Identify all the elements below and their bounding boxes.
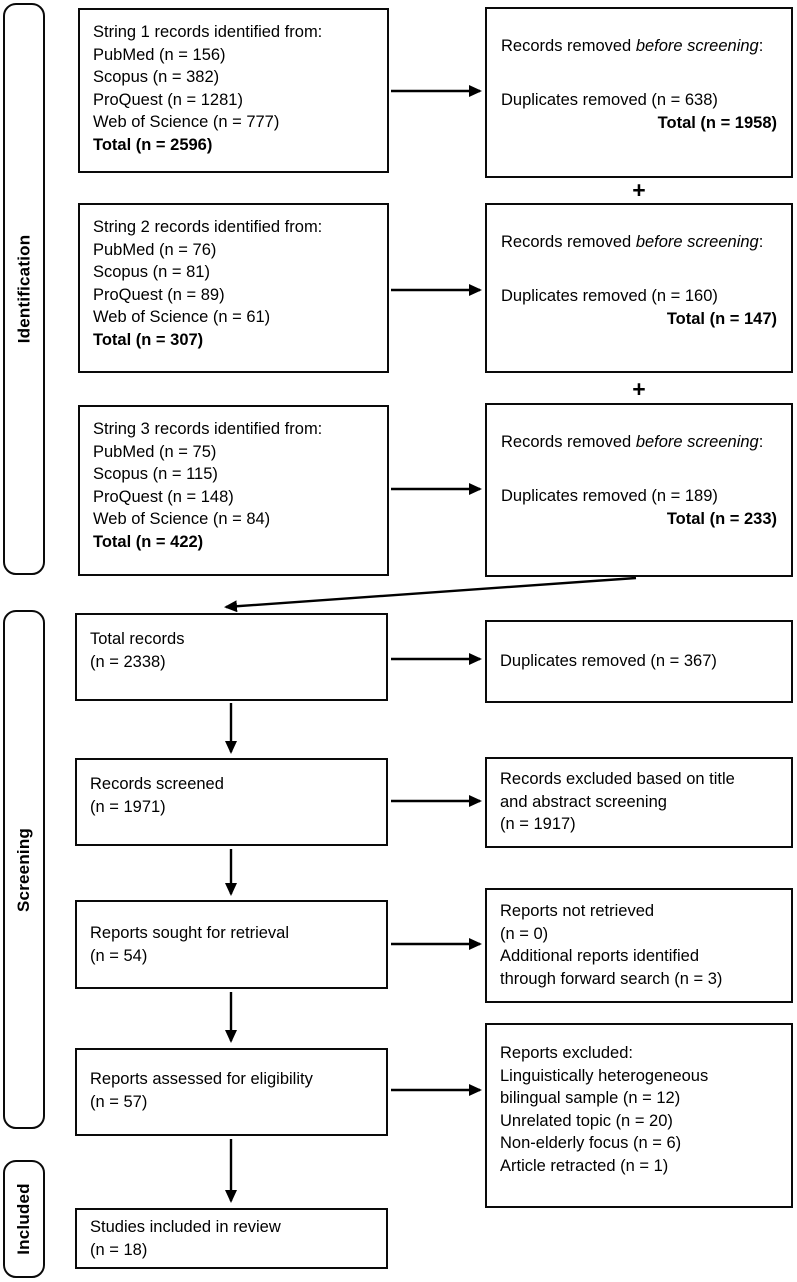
records-excluded-line: Records excluded based on title bbox=[500, 770, 735, 788]
string-1-total: Total (n = 2596) bbox=[93, 135, 213, 154]
records-excluded-box: Records excluded based on title and abst… bbox=[485, 757, 793, 848]
duplicates-removed-line: Duplicates removed (n = 367) bbox=[500, 652, 717, 671]
removed-3-total: Total (n = 233) bbox=[666, 510, 777, 528]
reports-not-retrieved-box: Reports not retrieved (n = 0) Additional… bbox=[485, 888, 793, 1003]
total-records-line: Total records bbox=[90, 630, 185, 648]
sidebar-identification-label: Identification bbox=[14, 234, 34, 344]
string-3-source: PubMed (n = 75) bbox=[93, 442, 217, 461]
reports-not-retrieved-line: Additional reports identified bbox=[500, 947, 700, 965]
total-records-box: Total records (n = 2338) bbox=[75, 613, 388, 701]
string-2-box: String 2 records identified from: PubMed… bbox=[78, 203, 389, 373]
string-2-source: PubMed (n = 76) bbox=[93, 240, 217, 259]
records-screened-line: Records screened bbox=[90, 775, 224, 793]
reports-excluded-line: bilingual sample (n = 12) bbox=[500, 1089, 681, 1107]
sidebar-included: Included bbox=[3, 1160, 45, 1278]
string-1-source: ProQuest (n = 1281) bbox=[93, 90, 243, 109]
reports-sought-line: Reports sought for retrieval bbox=[90, 924, 290, 942]
removed-3-box: Records removed before screening: Duplic… bbox=[485, 403, 793, 577]
string-2-source: Web of Science (n = 61) bbox=[93, 308, 271, 326]
reports-not-retrieved-line: through forward search (n = 3) bbox=[500, 969, 723, 988]
reports-sought-line: (n = 54) bbox=[90, 946, 148, 965]
records-screened-line: (n = 1971) bbox=[90, 797, 166, 816]
string-1-title: String 1 records identified from: bbox=[93, 23, 323, 41]
plus-1: + bbox=[632, 177, 646, 203]
removed-3-duplicates: Duplicates removed (n = 189) bbox=[501, 487, 718, 505]
removed-1-duplicates: Duplicates removed (n = 638) bbox=[501, 91, 718, 109]
string-1-source: Scopus (n = 382) bbox=[93, 68, 220, 86]
plus-2: + bbox=[632, 376, 646, 402]
removed-1-total: Total (n = 1958) bbox=[657, 114, 777, 132]
string-1-box: String 1 records identified from: PubMed… bbox=[78, 8, 389, 173]
reports-excluded-line: Reports excluded: bbox=[500, 1044, 633, 1062]
string-3-source: Web of Science (n = 84) bbox=[93, 510, 271, 528]
reports-sought-box: Reports sought for retrieval (n = 54) bbox=[75, 900, 388, 989]
reports-excluded-line: Article retracted (n = 1) bbox=[500, 1156, 669, 1175]
sidebar-screening-label: Screening bbox=[14, 827, 33, 912]
total-records-line: (n = 2338) bbox=[90, 652, 166, 671]
reports-not-retrieved-line: Reports not retrieved bbox=[500, 902, 655, 920]
studies-included-line: (n = 18) bbox=[90, 1240, 148, 1259]
reports-excluded-box: Reports excluded: Linguistically heterog… bbox=[485, 1023, 793, 1208]
string-2-source: ProQuest (n = 89) bbox=[93, 285, 225, 304]
records-screened-box: Records screened (n = 1971) bbox=[75, 758, 388, 846]
string-3-box: String 3 records identified from: PubMed… bbox=[78, 405, 389, 576]
string-3-source: Scopus (n = 115) bbox=[93, 465, 218, 483]
studies-included-box: Studies included in review (n = 18) bbox=[75, 1208, 388, 1269]
removed-1-box: Records removed before screening: Duplic… bbox=[485, 7, 793, 178]
sidebar-identification: Identification bbox=[3, 3, 45, 575]
removed-1-heading: Records removed before screening: bbox=[501, 37, 764, 55]
arrow-removed3-to-total-records bbox=[224, 576, 637, 613]
sidebar-screening: Screening bbox=[3, 610, 45, 1129]
removed-3-heading: Records removed before screening: bbox=[501, 433, 764, 451]
reports-not-retrieved-line: (n = 0) bbox=[500, 924, 549, 943]
string-2-source: Scopus (n = 81) bbox=[93, 263, 210, 281]
removed-2-duplicates: Duplicates removed (n = 160) bbox=[501, 287, 718, 305]
removed-2-heading: Records removed before screening: bbox=[501, 233, 764, 251]
reports-excluded-line: Unrelated topic (n = 20) bbox=[500, 1111, 673, 1130]
reports-assessed-line: (n = 57) bbox=[90, 1092, 148, 1111]
reports-assessed-box: Reports assessed for eligibility (n = 57… bbox=[75, 1048, 388, 1136]
duplicates-removed-box: Duplicates removed (n = 367) bbox=[485, 620, 793, 703]
string-2-total: Total (n = 307) bbox=[93, 330, 204, 349]
records-excluded-line: (n = 1917) bbox=[500, 815, 576, 833]
reports-assessed-line: Reports assessed for eligibility bbox=[90, 1070, 313, 1088]
string-3-source: ProQuest (n = 148) bbox=[93, 487, 234, 506]
string-1-source: Web of Science (n = 777) bbox=[93, 113, 280, 131]
string-3-total: Total (n = 422) bbox=[93, 532, 204, 551]
studies-included-line: Studies included in review bbox=[90, 1218, 281, 1236]
reports-excluded-line: Linguistically heterogeneous bbox=[500, 1066, 709, 1085]
reports-excluded-line: Non-elderly focus (n = 6) bbox=[500, 1134, 682, 1152]
string-3-title: String 3 records identified from: bbox=[93, 420, 323, 438]
sidebar-included-label: Included bbox=[14, 1183, 33, 1255]
string-1-source: PubMed (n = 156) bbox=[93, 45, 226, 64]
removed-2-box: Records removed before screening: Duplic… bbox=[485, 203, 793, 373]
removed-2-total: Total (n = 147) bbox=[666, 310, 777, 328]
records-excluded-line: and abstract screening bbox=[500, 792, 667, 811]
string-2-title: String 2 records identified from: bbox=[93, 218, 323, 236]
